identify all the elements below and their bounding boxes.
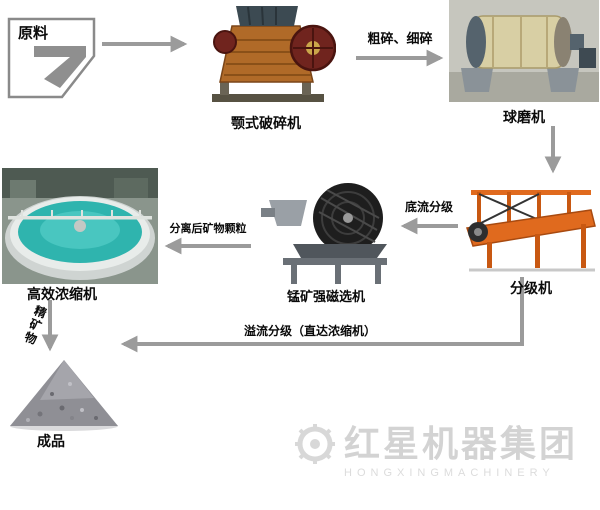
mill-end-cap bbox=[466, 16, 486, 68]
separator-frame bbox=[283, 258, 387, 265]
crusher-base bbox=[212, 94, 324, 102]
raw-material-label: 原料 bbox=[18, 25, 49, 42]
mill-cylinder bbox=[472, 15, 566, 69]
underflow-edge-label: 底流分级 bbox=[404, 200, 453, 214]
magnetic-separator-label: 锰矿强磁选机 bbox=[286, 289, 365, 304]
jaw-crusher-label: 颚式破碎机 bbox=[231, 115, 301, 131]
raw-material-arrow-glyph bbox=[34, 46, 86, 88]
mill-support-right bbox=[547, 68, 579, 92]
brand-watermark: 红星机器集团 HONGXINGMACHINERY bbox=[292, 424, 598, 486]
thickener-bridge bbox=[8, 216, 152, 220]
separated-edge-label: 分离后矿物颗粒 bbox=[169, 223, 247, 235]
separator-trough bbox=[293, 244, 387, 258]
brand-watermark-subtext: HONGXINGMACHINERY bbox=[344, 467, 555, 479]
ball-mill-photo bbox=[449, 0, 599, 102]
magnetic-separator-photo bbox=[255, 178, 397, 286]
mill-support-left bbox=[461, 68, 493, 92]
classifier-top-rail bbox=[471, 190, 591, 195]
jaw-crusher-photo bbox=[196, 0, 336, 112]
crushing-edge-label: 粗碎、细碎 bbox=[367, 31, 433, 46]
overflow-edge-label: 溢流分级（直达浓缩机） bbox=[243, 324, 376, 338]
thickener-label: 高效浓缩机 bbox=[27, 286, 97, 302]
thickener-photo bbox=[2, 168, 158, 284]
mill-trunnion bbox=[570, 34, 584, 50]
ball-mill-label: 球磨机 bbox=[503, 109, 545, 125]
thickener-center-drive bbox=[74, 220, 86, 232]
crusher-small-wheel bbox=[213, 30, 237, 54]
classifier-trough bbox=[466, 209, 596, 247]
raw-material-node: 原料 bbox=[6, 16, 102, 102]
mill-motor bbox=[579, 48, 596, 68]
separator-axle bbox=[343, 213, 353, 223]
separator-feed-hopper bbox=[269, 200, 307, 226]
brand-gear-icon bbox=[295, 424, 335, 464]
raw-material-shape bbox=[7, 17, 96, 99]
concentrate-edge-label: 精矿物 bbox=[21, 303, 49, 348]
product-label: 成品 bbox=[37, 433, 65, 449]
classifier-label: 分级机 bbox=[510, 280, 552, 296]
crusher-hopper bbox=[236, 6, 298, 26]
product-photo bbox=[6, 354, 122, 432]
classifier-photo bbox=[463, 180, 599, 275]
brand-watermark-text: 红星机器集团 bbox=[344, 423, 579, 464]
